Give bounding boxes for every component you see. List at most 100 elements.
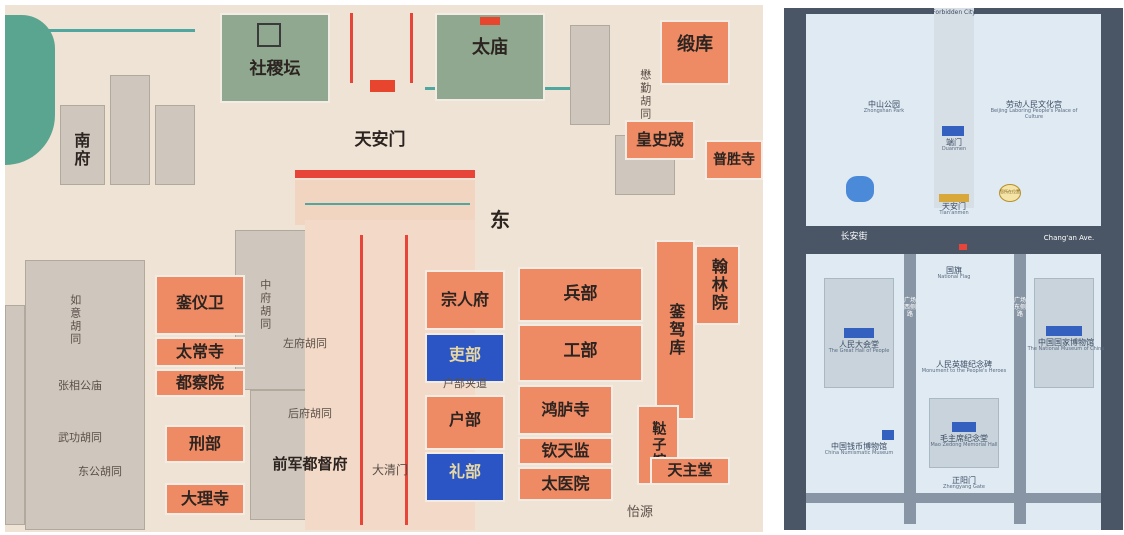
- duanmen-label: 端门 Duanmen: [924, 138, 984, 153]
- luanjiaku: [655, 240, 695, 420]
- mao-block: [929, 398, 999, 468]
- luanyiwei-label: 銮仪卫: [175, 292, 224, 312]
- east-label: 东: [490, 207, 510, 232]
- flag-icon: [959, 244, 967, 250]
- flag-label: 国旗 National Flag: [924, 266, 984, 281]
- gate-mark: [370, 80, 395, 92]
- taiyiyuan: [518, 467, 613, 501]
- zh: 人民大会堂: [839, 340, 879, 349]
- block: [5, 305, 25, 525]
- hongluxi-label: 鸿胪寺: [541, 399, 590, 419]
- nanfu-label: 南府: [71, 132, 91, 168]
- en: Monument to the People's Heroes: [921, 368, 1007, 375]
- zh: 正阳门: [952, 476, 976, 485]
- street-label: 武功胡同: [58, 431, 102, 445]
- tianzhutang: [650, 457, 730, 485]
- axis-line: [405, 235, 408, 525]
- duanmen-icon: [942, 126, 964, 136]
- sheji-label: 社稷坛: [249, 59, 301, 80]
- axis-line: [410, 13, 413, 83]
- mao-label: 毛主席纪念堂 Mao Zedong Memorial Hall: [919, 434, 1009, 449]
- fangshengsi: [705, 140, 763, 180]
- central-axis: [934, 8, 974, 208]
- en: Duanmen: [941, 146, 967, 153]
- block: [155, 105, 195, 185]
- sheji-altar: [220, 13, 330, 103]
- hanlinyuan: [695, 245, 740, 325]
- money-museum-label: 中国钱币博物馆 China Numismatic Museum: [814, 442, 904, 457]
- street-label: 中府胡同: [258, 279, 272, 331]
- zh: 人民英雄纪念碑: [936, 360, 992, 369]
- square-east-road: 广场东侧路: [1013, 297, 1026, 318]
- historic-map: 社稷坛 太庙 天安门 东 缎库 皇史宬 普胜寺 南府 銮仪卫 太常寺 都察院 刑…: [5, 5, 763, 532]
- en: National Flag: [937, 274, 971, 281]
- street-label: 后府胡同: [288, 407, 332, 421]
- road: [784, 8, 806, 530]
- forbidden-city-label: Forbidden City: [932, 9, 976, 16]
- gongbu: [518, 324, 643, 382]
- location-badge-text: 您所在位置: [1000, 189, 1020, 194]
- street-label: 懋勤胡同: [638, 69, 652, 121]
- zh: 劳动人民文化宫: [1006, 100, 1062, 109]
- duchayuan: [155, 369, 245, 397]
- road: [1101, 8, 1123, 530]
- zh: 中国国家博物馆: [1038, 338, 1094, 347]
- zongrenfu: [425, 270, 505, 330]
- road: [806, 493, 1101, 503]
- hubu-label: 户部: [448, 409, 481, 429]
- xingbu: [165, 425, 245, 463]
- libu2-label: 礼部: [448, 461, 481, 481]
- damingmen-label: 大清门: [371, 462, 408, 477]
- changan-label-zh: 长安街: [840, 232, 868, 242]
- en: The Great Hall of People: [828, 348, 890, 355]
- altar-square-icon: [257, 23, 281, 47]
- jinshui-river: [305, 203, 470, 205]
- en: Zhengyang Gate: [943, 484, 985, 491]
- duanku: [660, 20, 730, 85]
- tiananmen-label: 天安门 Tian'anmen: [924, 202, 984, 217]
- road: [904, 254, 916, 524]
- block: [570, 25, 610, 125]
- street-label: 怡源: [626, 505, 653, 521]
- taichangsi: [155, 337, 245, 367]
- changan-label-en: Chang'an Ave.: [1043, 234, 1095, 242]
- forecourt: [295, 180, 475, 225]
- location-badge: [999, 184, 1021, 202]
- huangshicheng: [625, 120, 695, 160]
- block: [25, 260, 145, 530]
- zhongshan-label: 中山公园 Zhongshan Park: [844, 100, 924, 115]
- laodong-label: 劳动人民文化宫 Beijing Laboring People's Palace…: [984, 100, 1084, 121]
- zh: 端门: [946, 138, 962, 147]
- axis-line: [360, 235, 363, 525]
- luanjiaku-label: 銮驾库: [666, 303, 686, 357]
- en: China Numismatic Museum: [824, 450, 894, 457]
- great-hall-label: 人民大会堂 The Great Hall of People: [809, 340, 909, 355]
- museum-label: 中国国家博物馆 The National Museum of China: [1016, 338, 1116, 353]
- money-museum-icon: [882, 430, 894, 440]
- taimiao: [435, 13, 545, 101]
- street-label: 东公胡同: [78, 465, 122, 479]
- monument-label: 人民英雄纪念碑 Monument to the People's Heroes: [919, 360, 1009, 375]
- qintianjian-label: 钦天监: [541, 440, 590, 460]
- street-label: 户部夹道: [443, 377, 487, 391]
- huangshicheng-label: 皇史宬: [635, 129, 684, 149]
- bingbu-label: 兵部: [563, 283, 598, 304]
- qianjundufu-label: 前军都督府: [272, 455, 348, 474]
- dalisi-label: 大理寺: [180, 488, 229, 508]
- hubu: [425, 395, 505, 450]
- duanku-label: 缎库: [677, 33, 713, 55]
- canal: [5, 29, 195, 32]
- road: [1014, 254, 1026, 524]
- taimiao-label: 太庙: [472, 36, 508, 58]
- axis-line: [350, 13, 353, 83]
- tiananmen-label: 天安门: [354, 130, 406, 151]
- en: Zhongshan Park: [863, 108, 905, 115]
- pond: [846, 176, 874, 202]
- square-west-road: 广场西侧路: [903, 297, 916, 318]
- street-label: 张相公庙: [58, 379, 102, 393]
- libu-label: 吏部: [448, 344, 481, 364]
- zh: 中山公园: [868, 100, 900, 109]
- luanyiwei: [155, 275, 245, 335]
- qintianjian: [518, 437, 613, 465]
- zh: 毛主席纪念堂: [940, 434, 988, 443]
